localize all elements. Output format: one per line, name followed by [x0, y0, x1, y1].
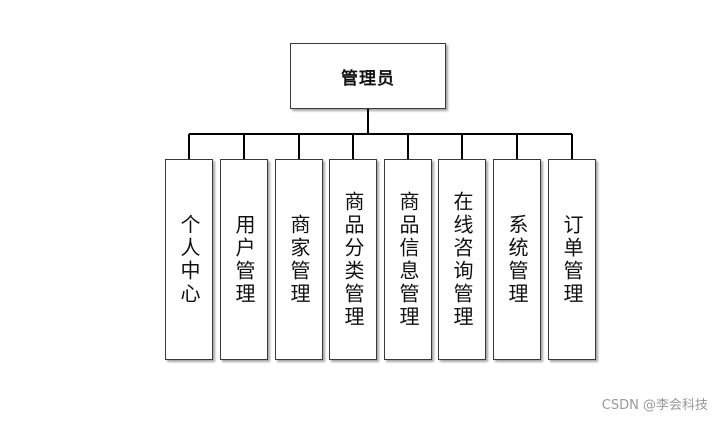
- child-node-label: 商品信息管理: [396, 190, 420, 329]
- child-node-label: 个人中心: [177, 213, 201, 306]
- child-node-category-management: 商品分类管理: [329, 159, 377, 360]
- child-node-label: 商品分类管理: [341, 190, 365, 329]
- child-node-online-consult-management: 在线咨询管理: [438, 159, 486, 360]
- child-node-label: 订单管理: [560, 213, 584, 306]
- root-node-admin: 管理员: [290, 43, 446, 109]
- root-node-label: 管理员: [341, 68, 395, 89]
- child-node-merchant-management: 商家管理: [275, 159, 323, 360]
- child-node-label: 用户管理: [232, 213, 256, 306]
- child-node-product-info-management: 商品信息管理: [384, 159, 432, 360]
- child-node-user-management: 用户管理: [220, 159, 268, 360]
- child-node-order-management: 订单管理: [548, 159, 596, 360]
- watermark-text: CSDN @李会科技: [601, 398, 708, 413]
- child-node-personal-center: 个人中心: [165, 159, 213, 360]
- child-node-label: 商家管理: [287, 213, 311, 306]
- child-node-system-management: 系统管理: [493, 159, 541, 360]
- child-node-label: 系统管理: [505, 213, 529, 306]
- child-node-label: 在线咨询管理: [450, 190, 474, 329]
